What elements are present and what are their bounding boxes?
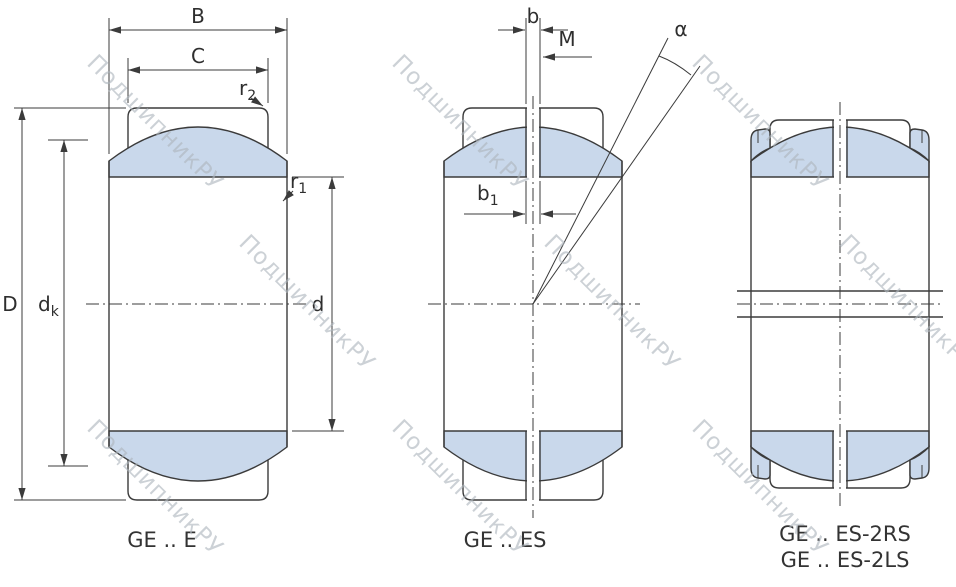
figure-ge-e: B C r2 r1 D dk	[2, 4, 344, 552]
dim-label-r1: r1	[290, 169, 307, 197]
dimension-B: B	[108, 4, 288, 154]
dimension-d: d	[292, 176, 344, 432]
caption-ge-e: GE .. E	[127, 528, 197, 552]
lubrication-groove-cutout	[834, 430, 846, 494]
bearing-cross-section	[737, 102, 943, 506]
seal-top-right	[909, 128, 930, 163]
seal-bottom-right	[909, 445, 930, 480]
lubrication-groove-cutout	[834, 114, 846, 178]
dim-label-b1: b1	[477, 181, 499, 209]
dimension-M: M	[543, 27, 592, 61]
dimension-D: D	[2, 107, 126, 501]
dimension-b1: b1	[464, 181, 576, 224]
dimension-r2: r2	[239, 76, 264, 107]
lubrication-groove-cutout	[527, 99, 539, 178]
seal-top-left	[750, 128, 771, 163]
dim-label-M: M	[558, 27, 575, 51]
figure-ge-es-2rs: GE .. ES-2RS GE .. ES-2LS	[737, 102, 943, 572]
dim-label-d: d	[312, 292, 325, 316]
misalignment-line	[532, 37, 669, 305]
dim-label-b: b	[527, 4, 540, 28]
misalignment-line	[532, 65, 701, 305]
dim-label-C: C	[191, 44, 205, 68]
caption-ge-es-2ls: GE .. ES-2LS	[781, 548, 910, 572]
outer-ring-upper	[127, 107, 269, 148]
dimension-alpha: α	[532, 17, 701, 305]
dimension-dk: dk	[38, 139, 88, 467]
figure-ge-es: b M b1 α GE .. ES	[428, 4, 701, 552]
leader-line	[250, 96, 264, 107]
dimension-b: b	[498, 4, 568, 104]
caption-ge-es: GE .. ES	[464, 528, 547, 552]
bearing-cross-section	[428, 96, 640, 518]
caption-ge-es-2rs: GE .. ES-2RS	[779, 522, 911, 546]
dim-label-B: B	[191, 4, 205, 28]
dim-label-alpha: α	[674, 17, 687, 41]
dimension-C: C	[127, 44, 269, 103]
leader-line	[282, 189, 295, 202]
dim-label-r2: r2	[239, 76, 256, 104]
bearing-cross-section	[86, 107, 310, 501]
seal-bottom-left	[750, 445, 771, 480]
angle-arc	[658, 55, 692, 76]
dim-label-D: D	[2, 292, 17, 316]
outer-ring-lower	[127, 460, 269, 501]
dim-label-dk: dk	[38, 292, 60, 320]
dimension-r1: r1	[282, 169, 307, 202]
inner-ring-lower-section	[108, 430, 288, 482]
inner-ring-upper-section	[108, 126, 288, 178]
